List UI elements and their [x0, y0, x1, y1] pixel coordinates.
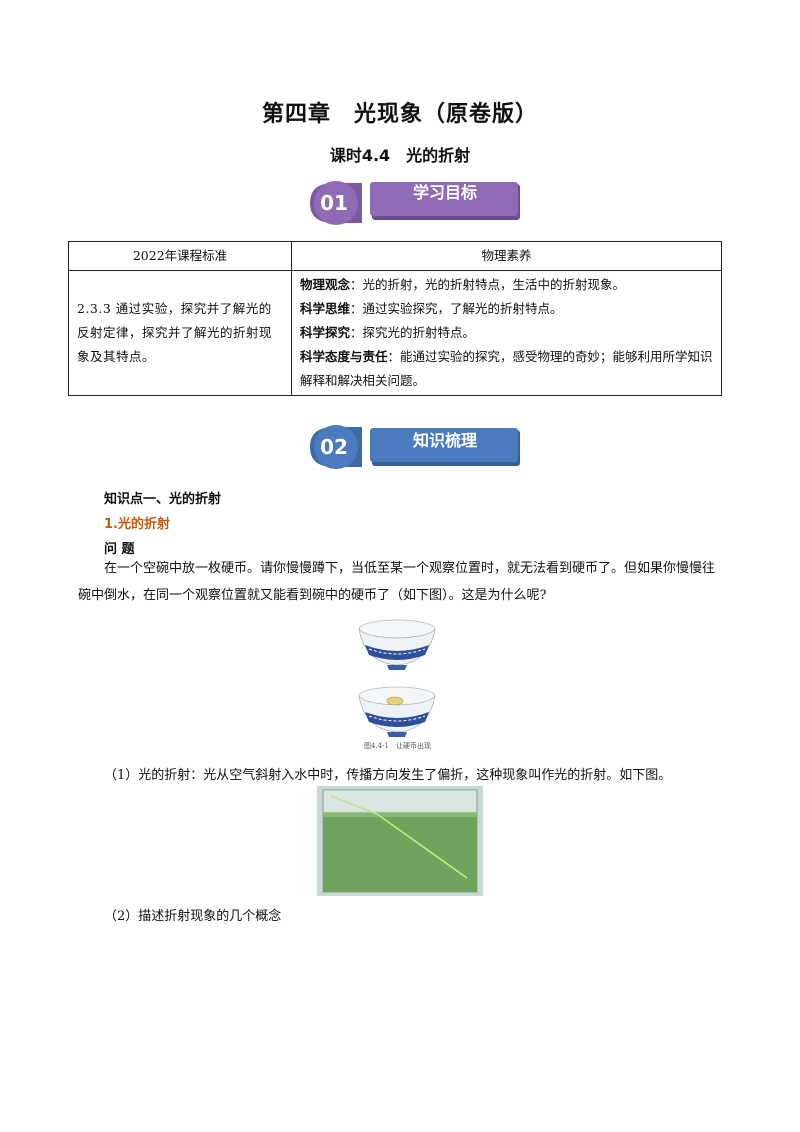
literacy-cell: 物理观念：光的折射，光的折射特点，生活中的折射现象。 科学思维：通过实验探究，了… — [291, 270, 722, 396]
page-title: 第四章 光现象（原卷版） — [261, 102, 538, 127]
section-heading: 1.光的折射 — [104, 517, 170, 532]
question-heading: 问 题 — [104, 542, 135, 557]
knowledge-point-heading: 知识点一、光的折射 — [104, 492, 222, 507]
banner-knowledge-review: 02 知识梳理 — [300, 422, 530, 472]
lesson-subtitle: 课时4.4 光的折射 — [329, 146, 471, 165]
standard-cell: 2.3.3 通过实验，探究并了解光的反射定律，探究并了解光的折射现象及其特点。 — [68, 270, 292, 396]
banner-learning-goals: 01 学习目标 — [300, 178, 530, 228]
literacy-item: 物理观念：光的折射，光的折射特点，生活中的折射现象。 — [300, 277, 626, 292]
refraction-concepts-heading: （2）描述折射现象的几个概念 — [104, 909, 282, 924]
literacy-item: 科学探究：探究光的折射特点。 — [300, 325, 476, 340]
banner-02-number: 02 — [320, 435, 348, 459]
banner-02-label: 知识梳理 — [412, 431, 477, 450]
literacy-item: 科学思维：通过实验探究，了解光的折射特点。 — [300, 301, 563, 316]
standards-table: 2022年课程标准 物理素养 2.3.3 通过实验，探究并了解光的反射定律，探究… — [68, 241, 722, 396]
banner-01-label: 学习目标 — [412, 183, 477, 202]
figure-caption: 图4.4-1 让硬币出现 — [364, 742, 431, 750]
banner-02-shape — [310, 425, 520, 469]
banner-01-shape — [310, 181, 520, 225]
literacy-item: 科学态度与责任：能通过实验的探究，感受物理的奇妙；能够利用所学知识解释和解决相关… — [300, 349, 713, 388]
table-header-standard: 2022年课程标准 — [68, 241, 292, 271]
refraction-tank-photo — [317, 786, 483, 896]
table-header-literacy: 物理素养 — [291, 241, 722, 271]
refraction-definition: （1）光的折射：光从空气斜射入水中时，传播方向发生了偏折，这种现象叫作光的折射。… — [104, 768, 672, 783]
tank-figure — [317, 786, 483, 896]
question-paragraph: 在一个空碗中放一枚硬币。请你慢慢蹲下，当低至某一个观察位置时，就无法看到硬币了。… — [78, 561, 716, 603]
bowl-figure — [355, 615, 440, 750]
bowl-illustration — [358, 619, 436, 737]
banner-01-number: 01 — [320, 191, 348, 215]
